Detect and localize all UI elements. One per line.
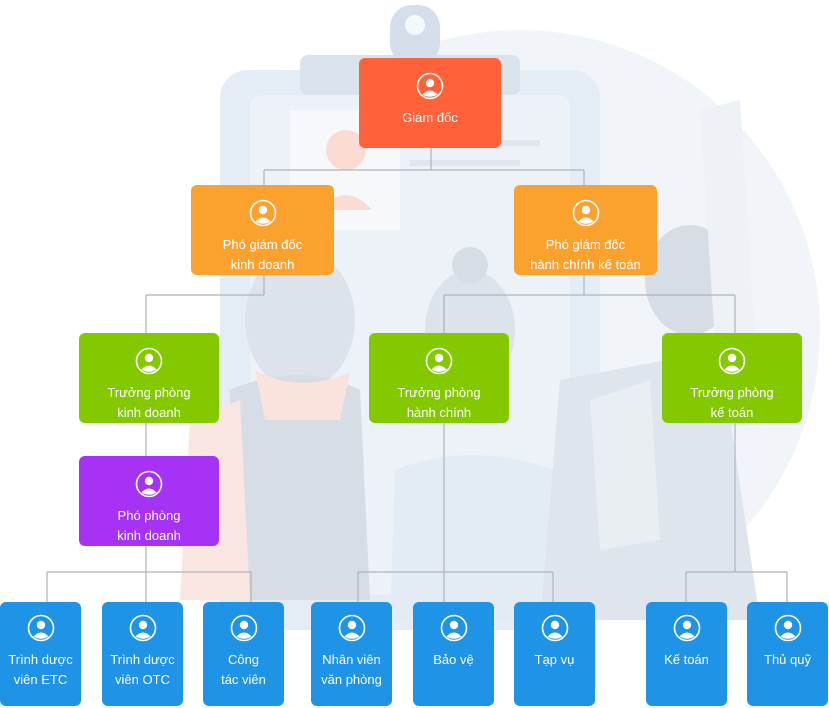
node-staff-etc-rep: Trình dược viên ETC bbox=[0, 602, 81, 706]
node-staff-otc-rep: Trình dược viên OTC bbox=[102, 602, 183, 706]
node-label: Thủ quỹ bbox=[764, 652, 811, 667]
node-deputy-business: Phó giám đốc kinh doanh bbox=[191, 185, 334, 275]
user-icon bbox=[27, 614, 54, 642]
user-icon bbox=[440, 614, 467, 642]
node-label: Công tác viên bbox=[221, 652, 266, 687]
user-icon bbox=[774, 614, 801, 642]
user-icon bbox=[416, 72, 444, 100]
node-label: Bảo vệ bbox=[433, 652, 474, 667]
user-icon bbox=[572, 199, 599, 227]
node-staff-collaborator: Công tác viên bbox=[203, 602, 284, 706]
node-staff-accountant: Kế toán bbox=[646, 602, 727, 706]
user-icon bbox=[249, 199, 276, 227]
user-icon bbox=[541, 614, 568, 642]
node-label: Trưởng phòng kế toán bbox=[690, 385, 774, 420]
user-icon bbox=[135, 347, 163, 375]
node-staff-office: Nhân viên văn phòng bbox=[311, 602, 392, 706]
user-icon bbox=[425, 347, 453, 375]
node-label: Trình dược viên ETC bbox=[8, 652, 73, 687]
node-label: Trình dược viên OTC bbox=[110, 652, 175, 687]
user-icon bbox=[338, 614, 365, 642]
node-head-admin: Trưởng phòng hành chính bbox=[369, 333, 509, 423]
node-label: Phó giám đốc kinh doanh bbox=[222, 237, 303, 272]
node-label: Phó giám đốc hành chính kế toán bbox=[530, 237, 641, 272]
node-head-business: Trưởng phòng kinh doanh bbox=[79, 333, 219, 423]
user-icon bbox=[673, 614, 700, 642]
node-director: Giám đốc bbox=[359, 58, 501, 148]
user-icon bbox=[718, 347, 746, 375]
node-staff-security: Bảo vệ bbox=[413, 602, 494, 706]
node-label: Tạp vụ bbox=[534, 652, 575, 667]
node-label: Phó phòng kinh doanh bbox=[117, 508, 181, 543]
user-icon bbox=[230, 614, 257, 642]
user-icon bbox=[135, 470, 163, 498]
node-label: Giám đốc bbox=[402, 110, 458, 125]
node-staff-treasurer: Thủ quỹ bbox=[747, 602, 828, 706]
node-label: Trưởng phòng kinh doanh bbox=[107, 385, 191, 420]
node-label: Nhân viên văn phòng bbox=[321, 652, 382, 687]
user-icon bbox=[129, 614, 156, 642]
node-label: Trưởng phòng hành chính bbox=[397, 385, 481, 420]
node-label: Kế toán bbox=[664, 652, 709, 667]
node-deputy-admin-accounting: Phó giám đốc hành chính kế toán bbox=[514, 185, 657, 275]
node-staff-janitor: Tạp vụ bbox=[514, 602, 595, 706]
node-vice-head-business: Phó phòng kinh doanh bbox=[79, 456, 219, 546]
node-head-accounting: Trưởng phòng kế toán bbox=[662, 333, 802, 423]
